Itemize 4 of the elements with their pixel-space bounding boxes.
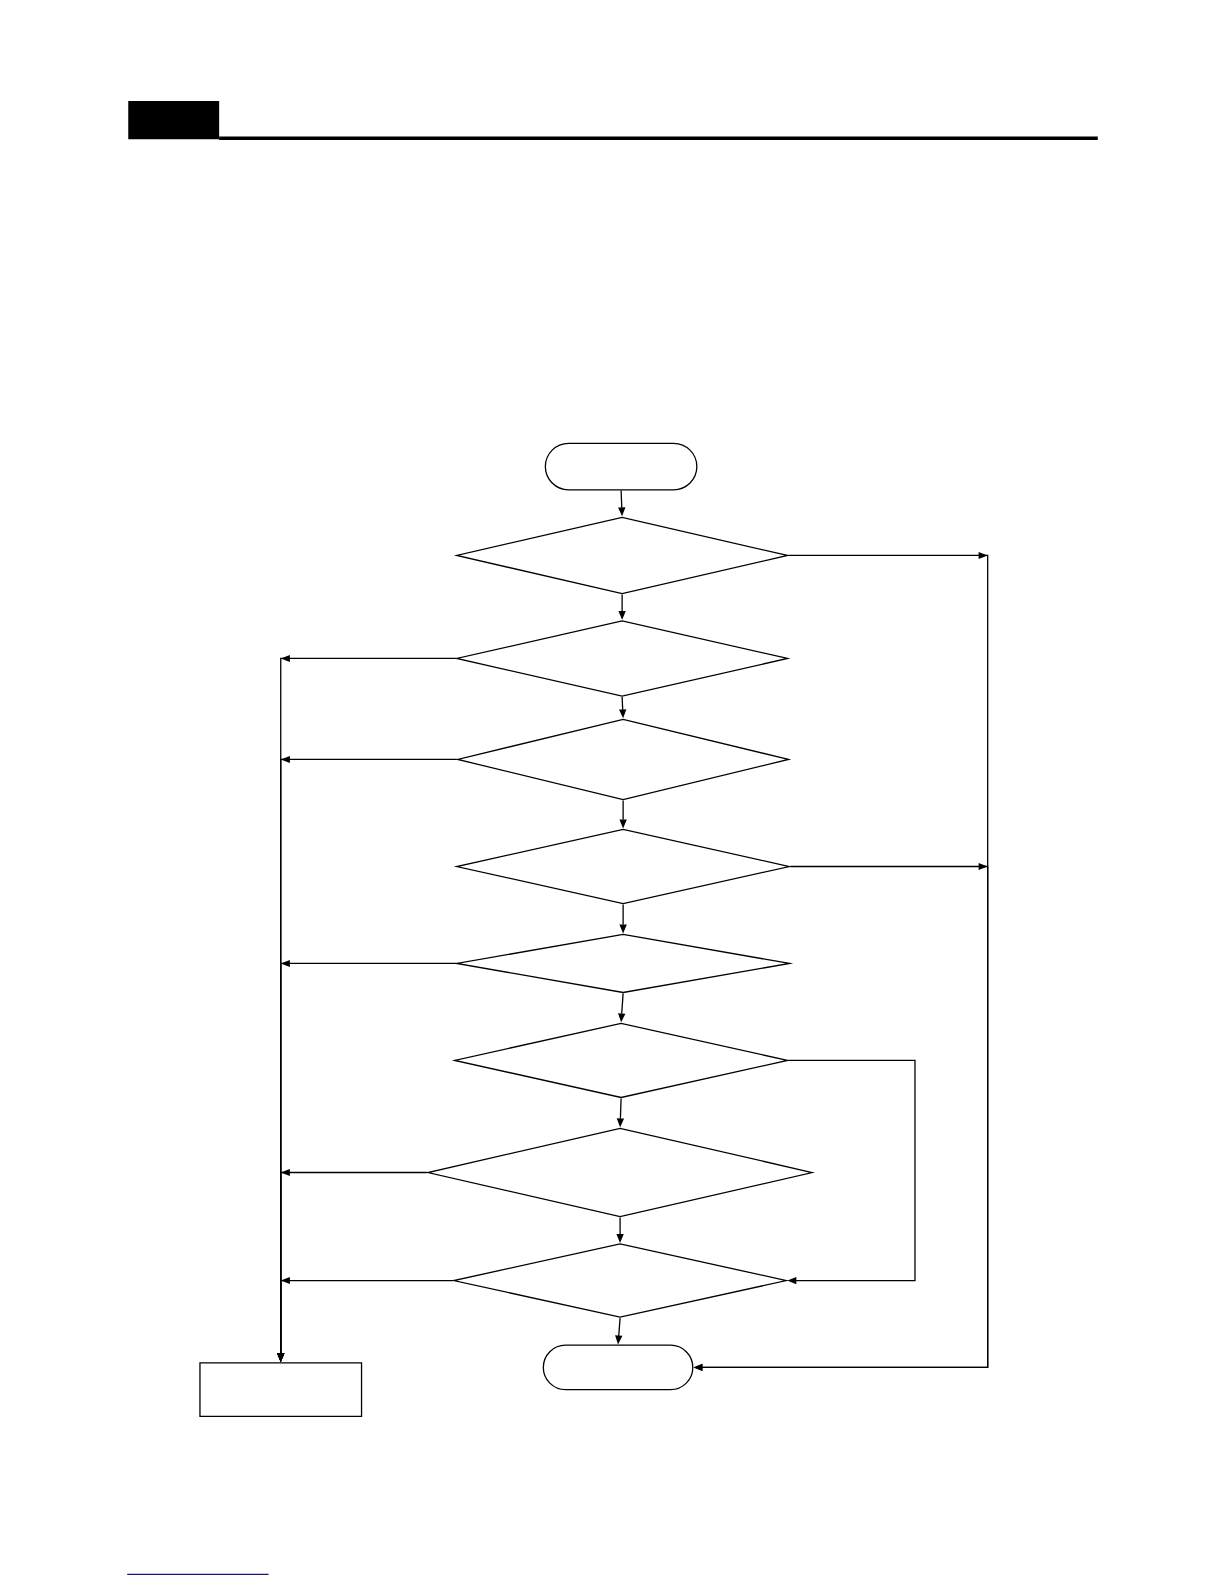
terminal-box <box>542 1344 694 1391</box>
arrow <box>787 1059 916 1285</box>
terminal-box <box>544 442 698 491</box>
process-box <box>199 1362 363 1418</box>
